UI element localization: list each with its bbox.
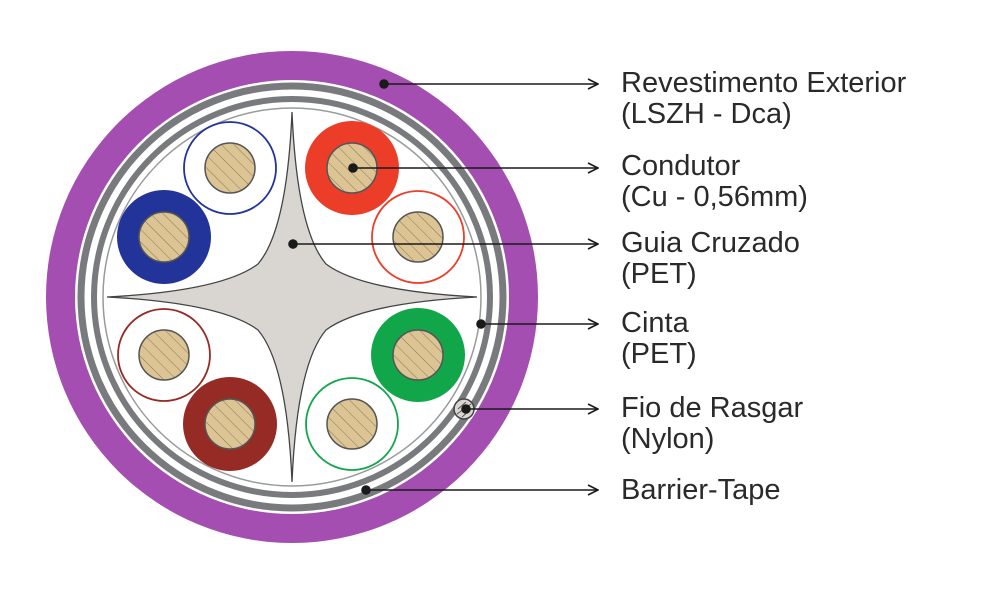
label-jacket-line2: (LSZH - Dca) [621, 98, 792, 130]
barrier-tape-ring-inner [91, 96, 493, 498]
label-barrier: Barrier-Tape [621, 475, 781, 506]
label-ripcord-line1: Fio de Rasgar [621, 392, 804, 424]
conductor-brown [183, 377, 277, 471]
label-jacket-line1: Revestimento Exterior [621, 67, 907, 99]
label-conductor-line2: (Cu - 0,56mm) [621, 181, 808, 213]
label-separator: Guia Cruzado (PET) [621, 228, 800, 290]
label-jacket: Revestimento Exterior (LSZH - Dca) [621, 68, 906, 130]
conductor-white-brown [117, 308, 211, 402]
label-barrier-line1: Barrier-Tape [621, 474, 781, 506]
label-tape-line2: (PET) [621, 338, 697, 370]
cross-separator [106, 111, 478, 483]
conductor-white-orange [371, 190, 465, 284]
label-separator-line2: (PET) [621, 258, 697, 290]
conductor-white-green [305, 377, 399, 471]
label-ripcord-line2: (Nylon) [621, 423, 715, 455]
tape-cinta-ring [102, 107, 482, 487]
conductor-white-blue [183, 121, 277, 215]
label-conductor: Condutor (Cu - 0,56mm) [621, 151, 808, 213]
label-conductor-line1: Condutor [621, 150, 741, 182]
label-separator-line1: Guia Cruzado [621, 227, 800, 259]
conductor-green [371, 308, 465, 402]
leader-lines [288, 80, 598, 494]
barrier-tape-ring-outer [77, 82, 507, 512]
label-tape: Cinta (PET) [621, 308, 697, 370]
label-tape-line1: Cinta [621, 307, 689, 339]
label-ripcord: Fio de Rasgar (Nylon) [621, 393, 803, 455]
conductor-blue [117, 190, 211, 284]
